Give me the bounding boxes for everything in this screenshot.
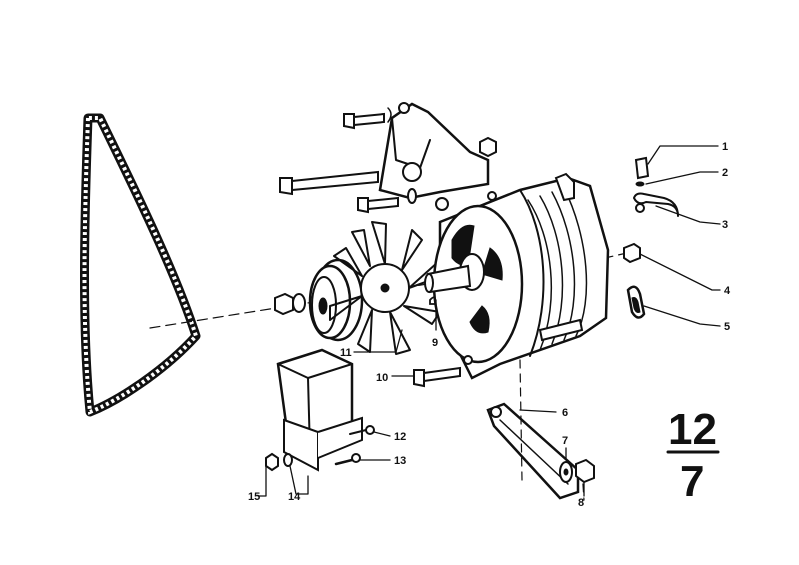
terminal-washer[interactable] bbox=[635, 181, 645, 187]
fan[interactable] bbox=[329, 221, 443, 355]
callout-3: 3 bbox=[722, 219, 728, 231]
callout-8: 8 bbox=[578, 497, 584, 509]
tension-strut[interactable] bbox=[486, 402, 580, 500]
screw-12[interactable] bbox=[349, 425, 375, 435]
callout-11: 11 bbox=[340, 347, 352, 359]
group-badge-numerator: 12 bbox=[668, 405, 717, 454]
callout-10: 10 bbox=[376, 372, 388, 384]
alternator-body[interactable] bbox=[424, 172, 610, 380]
callout-6: 6 bbox=[562, 407, 568, 419]
group-number-badge: 12 7 bbox=[666, 405, 720, 506]
washer-7[interactable] bbox=[559, 461, 573, 483]
terminal-screw[interactable] bbox=[623, 242, 641, 264]
callout-9: 9 bbox=[432, 337, 438, 349]
nut-15[interactable] bbox=[265, 452, 279, 472]
callout-7: 7 bbox=[562, 435, 568, 447]
short-bolt[interactable] bbox=[357, 188, 417, 214]
terminal-cap[interactable] bbox=[634, 156, 650, 180]
callout-12: 12 bbox=[394, 431, 406, 443]
pulley[interactable] bbox=[308, 258, 364, 342]
voltage-regulator[interactable] bbox=[276, 348, 363, 472]
v-belt[interactable] bbox=[80, 113, 201, 417]
callout-15: 15 bbox=[248, 491, 260, 503]
group-badge-denominator: 7 bbox=[680, 457, 704, 506]
callout-5: 5 bbox=[724, 321, 730, 333]
callout-1: 1 bbox=[722, 141, 728, 153]
washer-14[interactable] bbox=[283, 453, 293, 467]
callout-13: 13 bbox=[394, 455, 406, 467]
mounting-bracket[interactable] bbox=[378, 102, 497, 200]
upper-bolt[interactable] bbox=[343, 107, 392, 130]
pulley-nut[interactable] bbox=[274, 292, 306, 316]
callout-4: 4 bbox=[724, 285, 731, 297]
long-bolt[interactable] bbox=[279, 170, 379, 196]
nut-8[interactable] bbox=[575, 458, 595, 484]
rubber-grommet[interactable] bbox=[626, 285, 646, 319]
bolt-10[interactable] bbox=[413, 366, 461, 388]
screw-13[interactable] bbox=[334, 453, 361, 466]
terminal-lead[interactable] bbox=[633, 192, 679, 217]
callout-14: 14 bbox=[288, 491, 301, 503]
callout-2: 2 bbox=[722, 167, 728, 179]
